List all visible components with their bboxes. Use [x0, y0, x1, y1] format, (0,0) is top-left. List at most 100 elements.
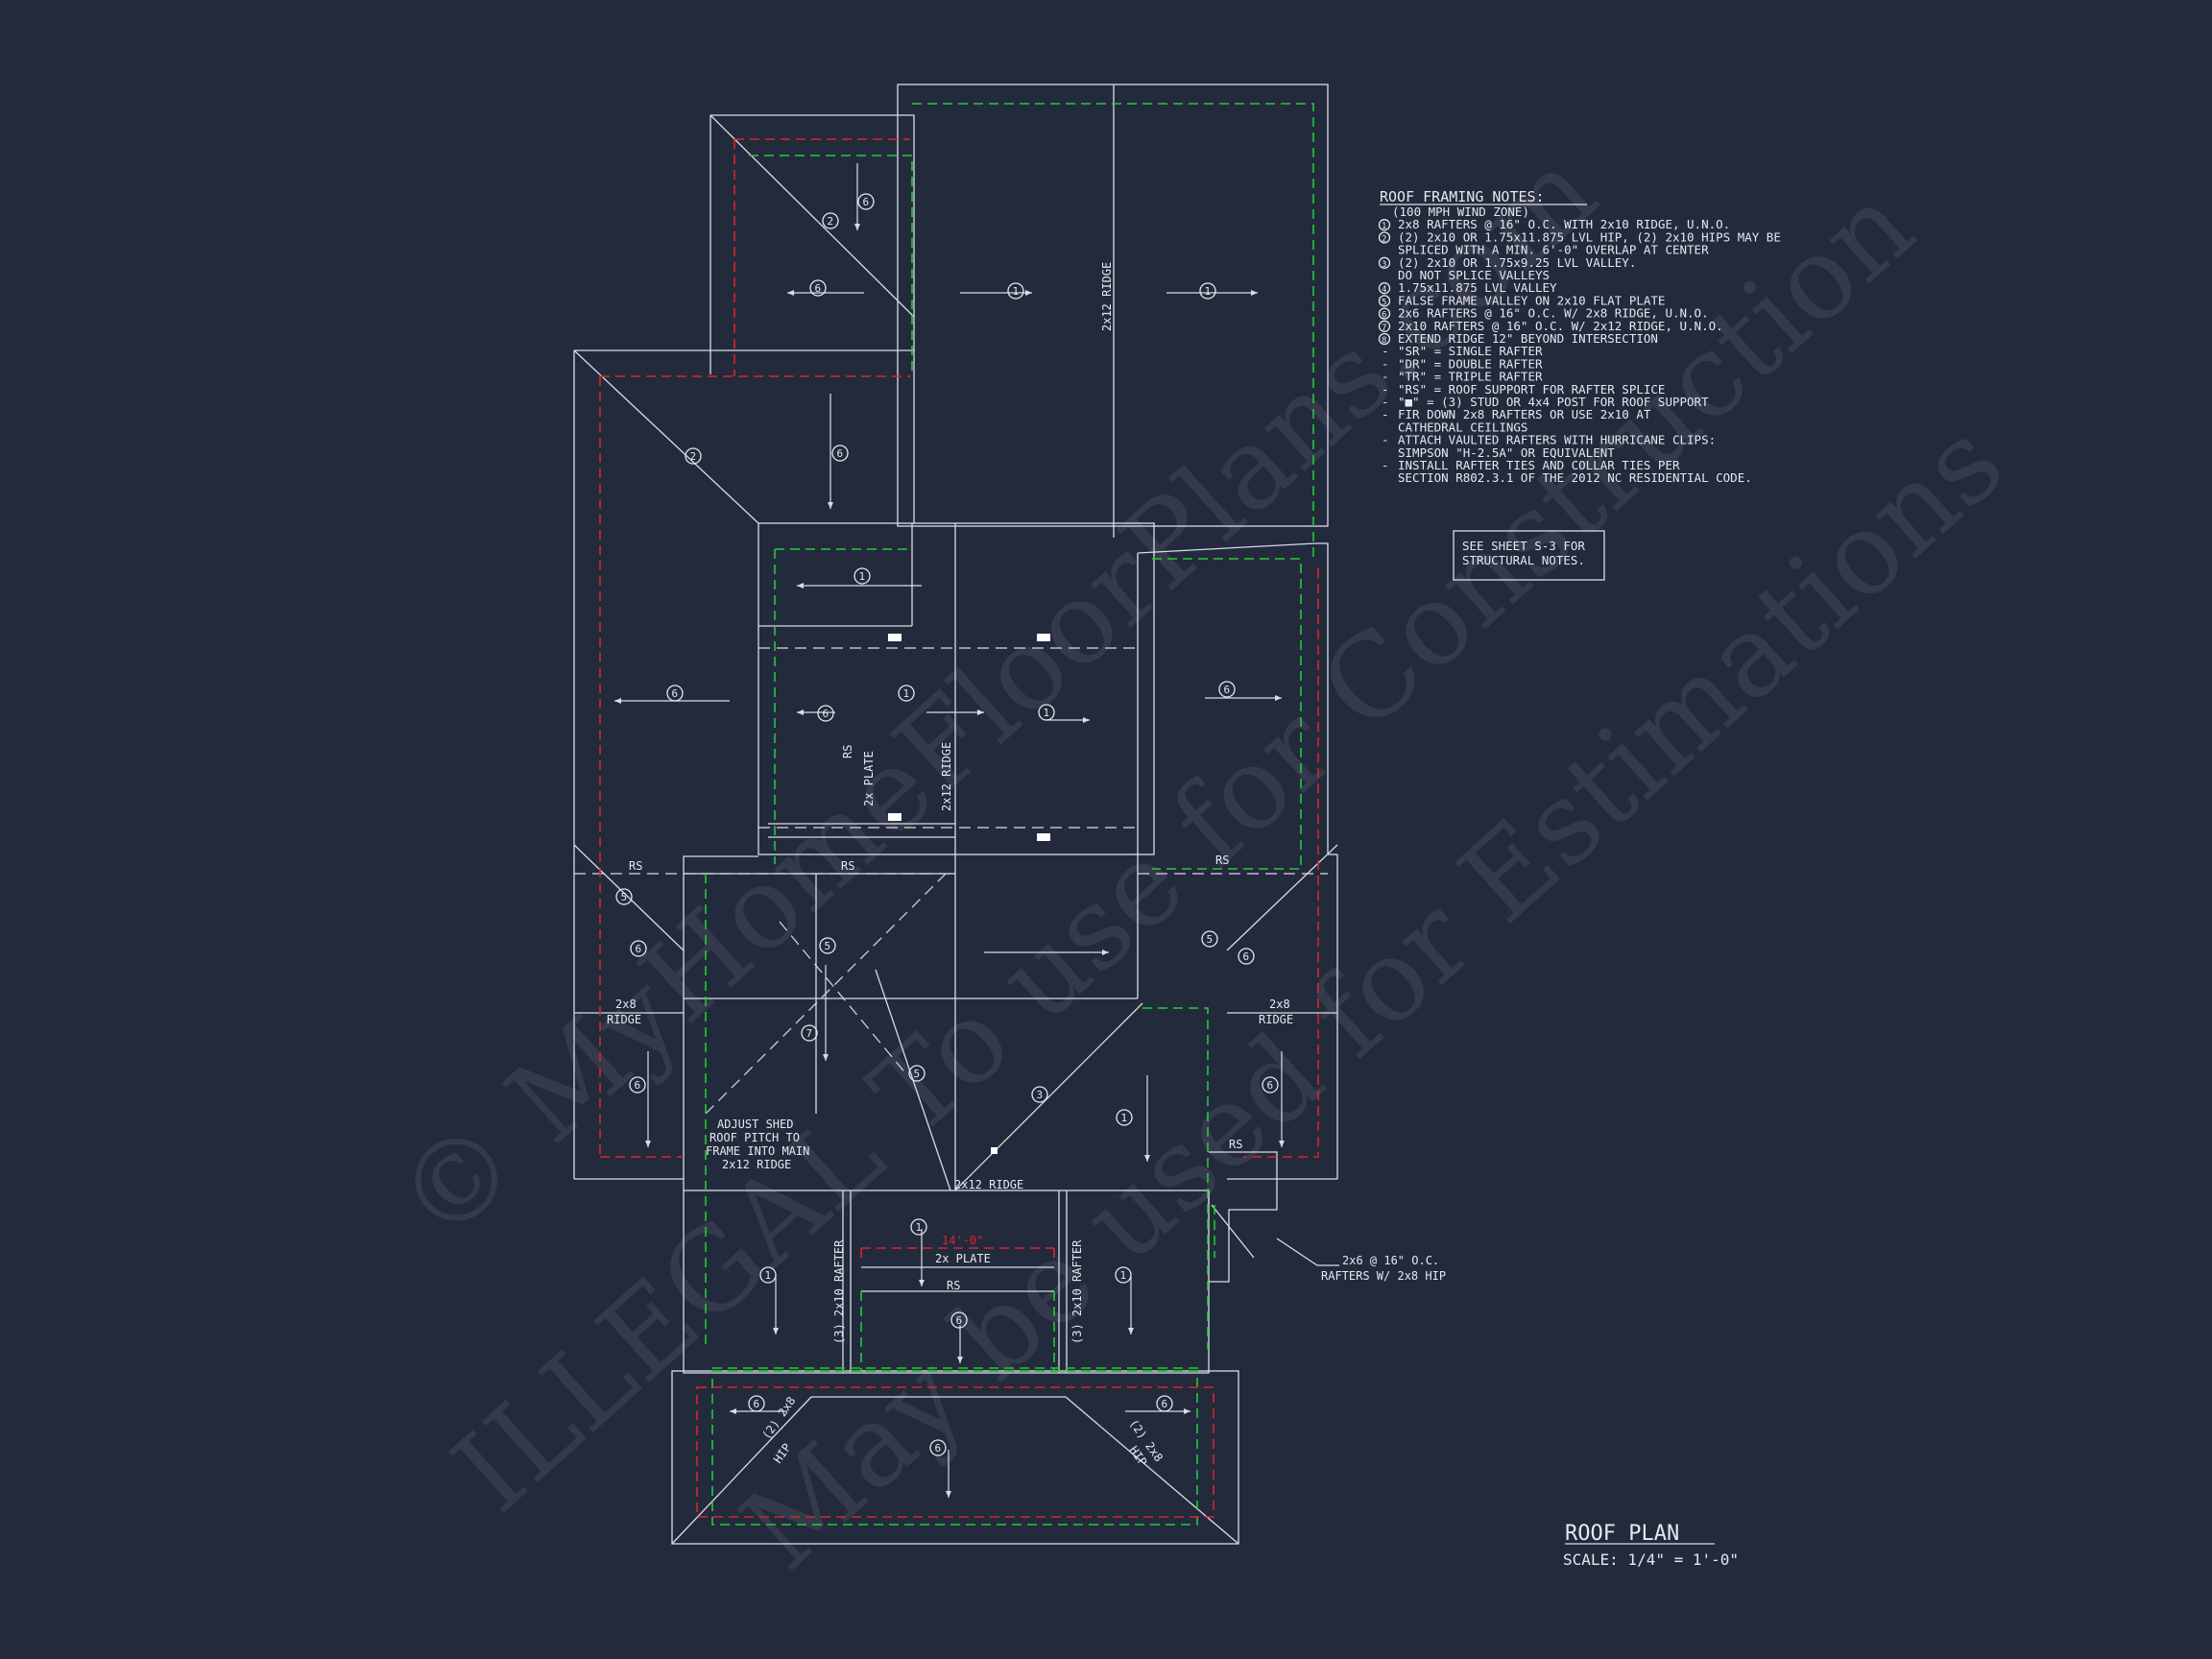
note-bullet: -	[1382, 407, 1389, 421]
note-line: (100 MPH WIND ZONE)	[1392, 204, 1529, 219]
rafter-arrowhead	[773, 1328, 779, 1334]
rafter-arrowhead	[957, 1357, 963, 1363]
rafter-marker-number: 1	[916, 1221, 923, 1234]
rs-label-right: RS	[1215, 854, 1229, 867]
note-line: DO NOT SPLICE VALLEYS	[1398, 268, 1550, 282]
valley-diag-4	[954, 1002, 1143, 1191]
notes-list: (100 MPH WIND ZONE) 1 2x8 RAFTERS @ 16" O.…	[1378, 204, 1781, 485]
rafter-marker-number: 1	[859, 570, 866, 583]
note-number-circle	[1378, 295, 1391, 307]
rafter-marker-circle	[1199, 282, 1216, 300]
hip-callout-box	[1209, 1151, 1278, 1283]
eave-green-main	[912, 103, 1314, 559]
rafter-marker-number: 6	[672, 687, 679, 700]
see-sheet-box: SEE SHEET S-3 FOR STRUCTURAL NOTES.	[1453, 530, 1605, 581]
rafter-marker-number: 6	[754, 1398, 760, 1410]
hip-callout: 2x6 @ 16" O.C. RAFTERS W/ 2x8 HIP	[1276, 1238, 1446, 1283]
rafter-marker-circle	[615, 888, 633, 905]
note-line: 2x8 RAFTERS @ 16" O.C. WITH 2x10 RIDGE, …	[1398, 217, 1730, 231]
note-line: "DR" = DOUBLE RAFTER	[1398, 356, 1543, 371]
note-number-circle	[1378, 307, 1391, 320]
note-number: 4	[1382, 285, 1386, 295]
left-wing-top	[574, 349, 915, 523]
note-bullet: -	[1382, 370, 1389, 384]
lower-left-outline	[683, 855, 758, 1190]
rafter-marker-circle	[817, 705, 834, 722]
right-wing-hip	[1226, 844, 1338, 951]
main-block-outline	[897, 84, 1329, 527]
plan-scale: SCALE: 1/4" = 1'-0"	[1563, 1551, 1739, 1569]
small-block-hip	[709, 114, 915, 318]
ridge-label-main: 2x12 RIDGE	[1100, 262, 1114, 331]
rafter-marker-number: 6	[823, 708, 830, 720]
rafter-arrowhead	[787, 290, 794, 296]
rs-label-core: RS	[841, 745, 854, 758]
rafter-arrowhead	[828, 502, 833, 509]
rafter-arrowhead	[1083, 717, 1090, 723]
callout-line-2: RAFTERS W/ 2x8 HIP	[1321, 1269, 1446, 1283]
note-line: CATHEDRAL CEILINGS	[1398, 420, 1527, 434]
rs-label-center: RS	[841, 859, 854, 873]
rafter-marker-circle	[819, 937, 836, 954]
note-line: SECTION R802.3.1 OF THE 2012 NC RESIDENT…	[1398, 470, 1752, 485]
note-line: 1.75x11.875 LVL VALLEY	[1398, 280, 1557, 295]
adjust-note-1: ADJUST SHED	[717, 1118, 793, 1131]
right-wing-top	[1137, 542, 1329, 854]
rafter-marker-circle	[809, 279, 827, 297]
note-bullet: -	[1382, 344, 1389, 358]
watermark-line-3: May be used for Estimations	[716, 396, 2027, 1595]
note-line: "RS" = ROOF SUPPORT FOR RAFTER SPLICE	[1398, 382, 1665, 397]
rafter-arrowhead	[797, 583, 804, 589]
rafter-arrowhead	[730, 1408, 736, 1414]
left-wing-hip-2	[573, 844, 685, 951]
ridge-2x8-right: 2x8	[1269, 998, 1290, 1011]
rafter-arrowhead	[645, 1141, 651, 1147]
note-bullet: -	[1382, 382, 1389, 397]
rafter-marker-circle	[1238, 948, 1255, 965]
rafter-arrowhead	[946, 1491, 951, 1498]
center-core-outline	[757, 522, 1155, 855]
note-line: (2) 2x10 OR 1.75x9.25 LVL VALLEY.	[1398, 255, 1636, 270]
note-line: 2x6 RAFTERS @ 16" O.C. W/ 2x8 RIDGE, U.N…	[1398, 306, 1709, 321]
note-number-circle	[1378, 231, 1391, 244]
rafter-marker-circle	[831, 445, 849, 462]
rafter-marker-circle	[1115, 1266, 1132, 1284]
note-bullet: -	[1382, 395, 1389, 409]
note-line: 2x10 RAFTERS @ 16" O.C. W/ 2x12 RIDGE, U…	[1398, 319, 1723, 333]
note-bullet: -	[1382, 433, 1389, 447]
rafter-arrowhead	[614, 698, 621, 704]
rafter-marker-circle	[1262, 1076, 1279, 1094]
rafter-marker-circle	[854, 567, 871, 585]
rafter-arrowhead	[1025, 290, 1032, 296]
eave-green-lower-right	[1142, 1007, 1209, 1349]
rafter-marker-circle	[801, 1024, 818, 1042]
adjust-note-4: 2x12 RIDGE	[722, 1158, 791, 1171]
note-line: ATTACH VAULTED RAFTERS WITH HURRICANE CL…	[1398, 433, 1716, 447]
note-number: 6	[1382, 311, 1386, 321]
ridge-label-core: 2x12 RIDGE	[940, 742, 953, 811]
rafter-marker-number: 2	[690, 450, 697, 463]
note-number-circle	[1378, 256, 1391, 269]
porch-hip-right	[1065, 1396, 1239, 1545]
rafter-marker-number: 5	[825, 940, 831, 952]
eave-lines	[599, 103, 1319, 1526]
note-number-circle	[1378, 320, 1391, 332]
note-bullet: -	[1382, 458, 1389, 472]
plate-label-lower: 2x PLATE	[935, 1252, 991, 1265]
rafter-marker-number: 1	[1205, 285, 1212, 298]
note-line: "TR" = TRIPLE RAFTER	[1398, 370, 1543, 384]
rafter-marker-circle	[857, 193, 875, 210]
plate-dimension: 14'-0"	[942, 1234, 983, 1247]
note-line: EXTEND RIDGE 12" BEYOND INTERSECTION	[1398, 331, 1658, 346]
post-marker	[1037, 634, 1050, 641]
note-number: 3	[1382, 260, 1386, 270]
post-marker	[991, 1147, 998, 1154]
rafter-marker-number: 2	[828, 215, 834, 228]
rafter-marker-circle	[685, 447, 702, 465]
note-number-circle	[1378, 282, 1391, 295]
note-line: SIMPSON "H-2.5A" OR EQUIVALENT	[1398, 445, 1615, 460]
note-number: 1	[1382, 222, 1386, 231]
rafter-marker-number: 6	[956, 1314, 963, 1327]
see-sheet-border	[1453, 530, 1605, 581]
rafter-marker-circle	[629, 1076, 646, 1094]
